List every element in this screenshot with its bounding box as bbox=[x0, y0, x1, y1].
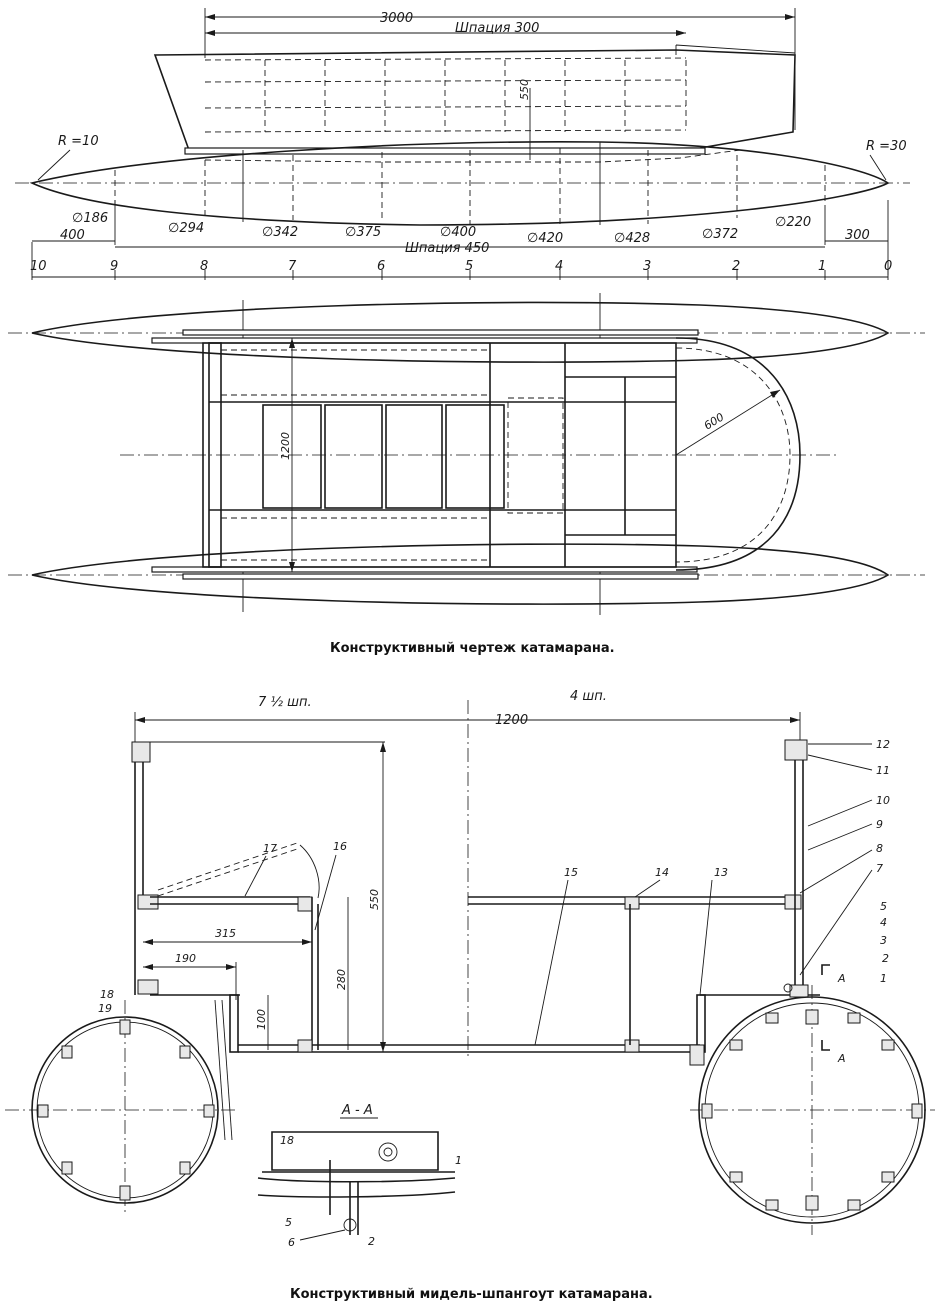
dim-width: 1200 bbox=[279, 432, 292, 460]
diameter-1: ∅186 bbox=[72, 211, 108, 226]
station-label: 8 bbox=[200, 259, 208, 274]
dim-section-width: 1200 bbox=[495, 713, 528, 728]
dim-right-end: 300 bbox=[845, 228, 870, 243]
detail-5: 5 bbox=[285, 1216, 292, 1229]
part-11: 11 bbox=[876, 764, 890, 777]
part-18: 18 bbox=[100, 988, 114, 1001]
part-12: 12 bbox=[876, 738, 890, 751]
diameter-6: ∅420 bbox=[527, 231, 563, 246]
station-label: 2 bbox=[732, 259, 740, 274]
dim-seat-height: 280 bbox=[335, 969, 348, 990]
detail-title: А - А bbox=[341, 1103, 373, 1118]
section-mark-bottom: А bbox=[837, 1052, 846, 1065]
dim-length: 3000 bbox=[380, 11, 413, 26]
station-label: 7 bbox=[288, 259, 297, 274]
station-label: 10 bbox=[30, 259, 47, 274]
part-15: 15 bbox=[564, 866, 578, 879]
station-label: 6 bbox=[377, 259, 385, 274]
diameter-3: ∅342 bbox=[262, 225, 298, 240]
detail-2: 2 bbox=[368, 1235, 375, 1248]
dim-height: 550 bbox=[518, 79, 531, 100]
part-2: 2 bbox=[882, 952, 889, 965]
part-5: 5 bbox=[880, 900, 887, 913]
part-17: 17 bbox=[263, 842, 277, 855]
detail-18: 18 bbox=[280, 1134, 294, 1147]
midship-section: 7 ½ шп. 4 шп. 1200 550 280 315 bbox=[5, 689, 935, 1249]
station-labels: 10 9 8 7 6 5 4 3 2 1 0 bbox=[30, 259, 892, 274]
part-3: 3 bbox=[880, 934, 887, 947]
dim-spacing-bottom: Шпация 450 bbox=[405, 241, 489, 256]
station-label: 3 bbox=[643, 259, 651, 274]
radius-right: R =30 bbox=[866, 139, 907, 154]
dim-radius: 600 bbox=[702, 410, 727, 432]
diameter-4: ∅375 bbox=[345, 225, 381, 240]
station-label: 5 bbox=[465, 259, 473, 274]
part-8: 8 bbox=[876, 842, 883, 855]
caption-midship: Конструктивный мидель-шпангоут катамаран… bbox=[290, 1287, 653, 1302]
label-left-frames: 7 ½ шп. bbox=[258, 695, 312, 710]
dim-section-height: 550 bbox=[368, 889, 381, 910]
label-right-frames: 4 шп. bbox=[570, 689, 607, 704]
side-view: 3000 Шпация 300 550 R =10 R =30 ∅186 ∅29… bbox=[15, 8, 910, 280]
part-4: 4 bbox=[880, 916, 887, 929]
radius-left: R =10 bbox=[58, 134, 99, 149]
dim-left-end: 400 bbox=[60, 228, 85, 243]
caption-construction: Конструктивный чертеж катамарана. bbox=[330, 641, 615, 656]
diameter-9: ∅220 bbox=[775, 215, 811, 230]
dim-190: 190 bbox=[175, 952, 196, 965]
station-label: 1 bbox=[818, 259, 826, 274]
part-13: 13 bbox=[714, 866, 728, 879]
part-1: 1 bbox=[880, 972, 887, 985]
section-mark-top: А bbox=[837, 972, 846, 985]
part-10: 10 bbox=[876, 794, 890, 807]
part-7: 7 bbox=[876, 862, 883, 875]
diameter-2: ∅294 bbox=[168, 221, 204, 236]
plan-view: 600 1200 bbox=[8, 293, 925, 615]
part-19: 19 bbox=[98, 1002, 112, 1015]
dim-315: 315 bbox=[215, 927, 236, 940]
part-9: 9 bbox=[876, 818, 883, 831]
part-16: 16 bbox=[333, 840, 347, 853]
detail-1: 1 bbox=[455, 1154, 462, 1167]
detail-6: 6 bbox=[288, 1236, 295, 1249]
diameter-7: ∅428 bbox=[614, 231, 650, 246]
station-label: 9 bbox=[110, 259, 118, 274]
diameter-5: ∅400 bbox=[440, 225, 476, 240]
dim-spacing-top: Шпация 300 bbox=[455, 21, 539, 36]
dim-100: 100 bbox=[255, 1009, 268, 1030]
part-14: 14 bbox=[655, 866, 669, 879]
diameter-8: ∅372 bbox=[702, 227, 738, 242]
station-label: 4 bbox=[555, 259, 563, 274]
station-label: 0 bbox=[884, 259, 892, 274]
